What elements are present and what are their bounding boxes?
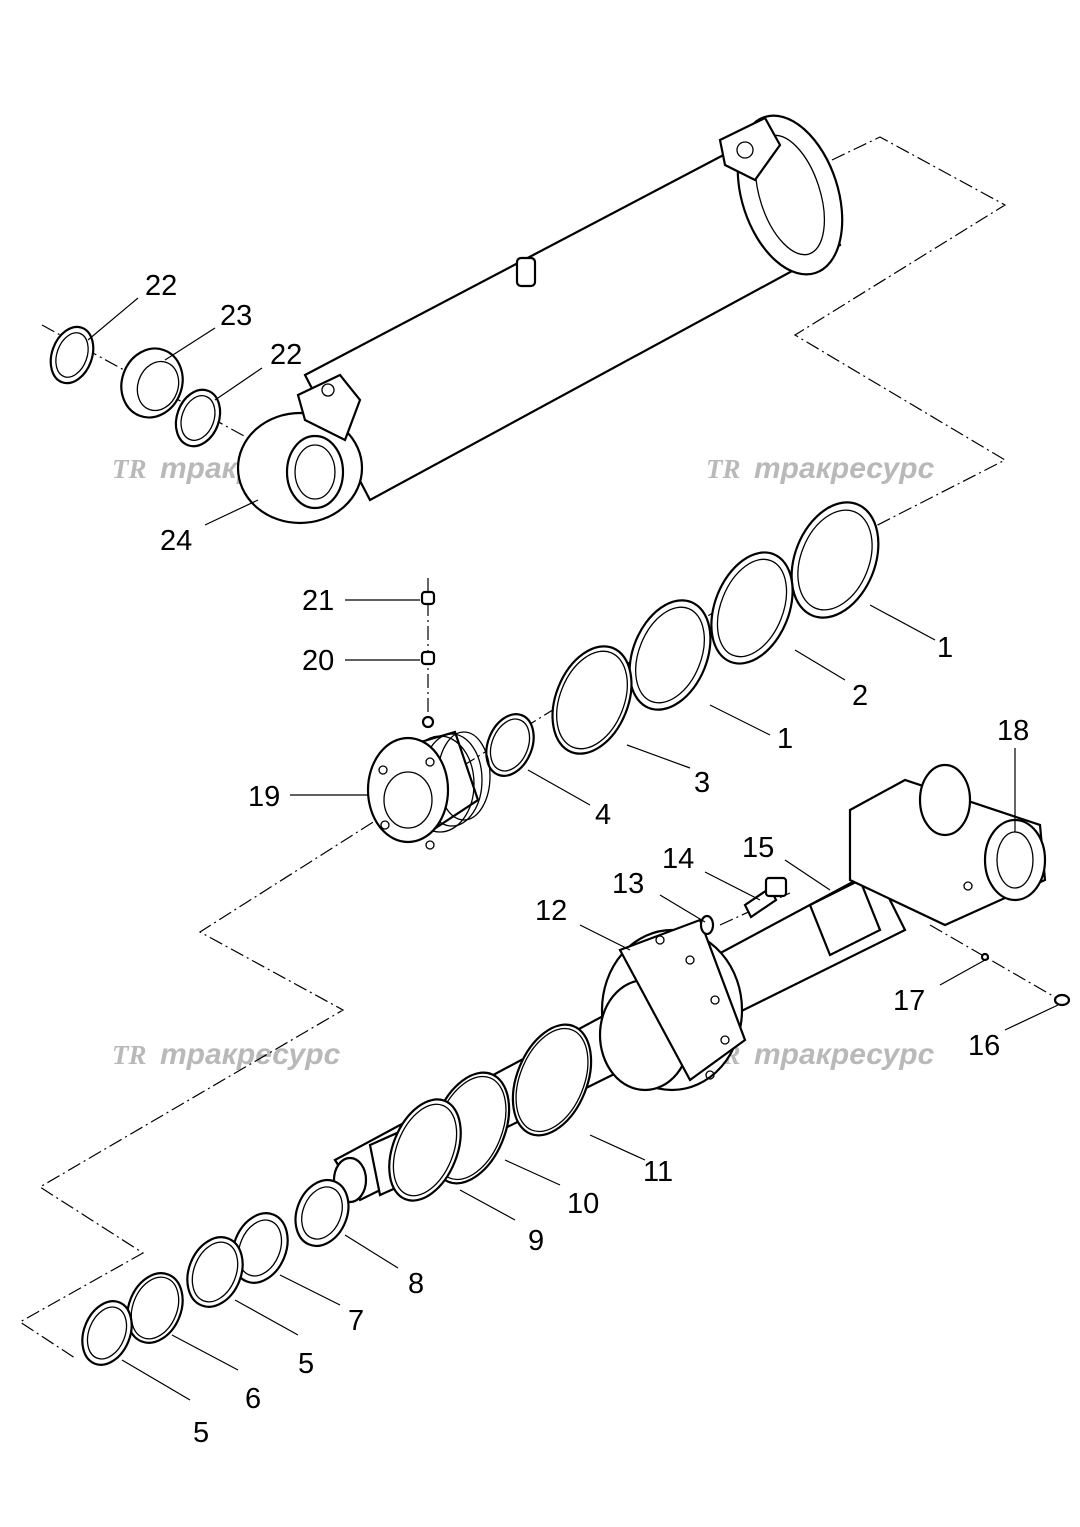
callout-18: 18 <box>997 715 1029 747</box>
ball-17 <box>980 952 990 962</box>
callout-16: 16 <box>968 1030 1000 1062</box>
grease-nipple-16 <box>1053 993 1071 1007</box>
callout-15: 15 <box>742 832 774 864</box>
seal-ring-1-lower <box>628 599 712 711</box>
callout-9: 9 <box>528 1225 544 1257</box>
seal-9 <box>388 1098 462 1202</box>
callout-labels: 22 23 22 24 21 20 19 1 2 1 3 4 18 15 14 … <box>145 270 1029 1449</box>
svg-text:тракресурс: тракресурс <box>754 1038 935 1071</box>
leader-lines <box>87 297 1059 1401</box>
watermark-top-right: TR тракресурс <box>706 452 935 485</box>
o-ring-4 <box>485 713 535 777</box>
watermark-bottom-left: TR тракресурс <box>112 1038 341 1071</box>
svg-text:TR: TR <box>112 1040 147 1070</box>
svg-text:тракресурс: тракресурс <box>754 452 935 485</box>
callout-10: 10 <box>567 1188 599 1220</box>
seal-7 <box>231 1212 289 1284</box>
callout-23: 23 <box>220 300 252 332</box>
callout-12: 12 <box>535 895 567 927</box>
callout-6: 6 <box>245 1383 261 1415</box>
wiper-8 <box>294 1179 350 1247</box>
callout-11: 11 <box>643 1156 673 1188</box>
retaining-ring-left <box>49 325 95 385</box>
retaining-ring-right <box>174 388 222 448</box>
callout-14: 14 <box>662 843 694 875</box>
ball-20 <box>421 715 435 729</box>
callout-24: 24 <box>160 525 192 557</box>
piston <box>366 730 491 850</box>
o-ring-11 <box>511 1023 593 1137</box>
set-screw-21 <box>420 590 436 606</box>
svg-text:тракресурс: тракресурс <box>160 1038 341 1071</box>
callout-5-lower: 5 <box>193 1417 209 1449</box>
callout-3: 3 <box>694 767 710 799</box>
seal-ring-3 <box>551 645 633 755</box>
callout-22-upper: 22 <box>145 270 177 302</box>
bushing-5-lower <box>81 1300 133 1366</box>
callout-19: 19 <box>248 781 280 813</box>
callout-22-lower: 22 <box>270 339 302 371</box>
callout-2: 2 <box>852 680 868 712</box>
watermark-bottom-right: TR тракресурс <box>706 1038 935 1071</box>
cylinder-tube <box>236 114 844 525</box>
svg-text:TR: TR <box>706 454 741 484</box>
callout-21: 21 <box>302 585 334 617</box>
seal-ring-1-upper <box>790 501 880 619</box>
callout-1-upper: 1 <box>937 632 953 664</box>
spherical-bushing <box>120 347 184 419</box>
rod-eye-block <box>848 763 1047 927</box>
callout-20: 20 <box>302 645 334 677</box>
bushing-5-upper <box>186 1236 244 1308</box>
callout-4: 4 <box>595 799 611 831</box>
seal-ring-2 <box>710 551 794 665</box>
callout-5-upper: 5 <box>298 1348 314 1380</box>
callout-7: 7 <box>348 1305 364 1337</box>
svg-text:TR: TR <box>112 454 147 484</box>
seal-6 <box>126 1272 184 1344</box>
set-screw-20 <box>420 650 436 666</box>
bolt-14 <box>743 876 788 919</box>
callout-1-lower: 1 <box>777 723 793 755</box>
washer-13 <box>699 914 715 936</box>
callout-17: 17 <box>893 985 925 1017</box>
callout-8: 8 <box>408 1268 424 1300</box>
cylinder-head <box>598 918 747 1092</box>
callout-13: 13 <box>612 868 644 900</box>
